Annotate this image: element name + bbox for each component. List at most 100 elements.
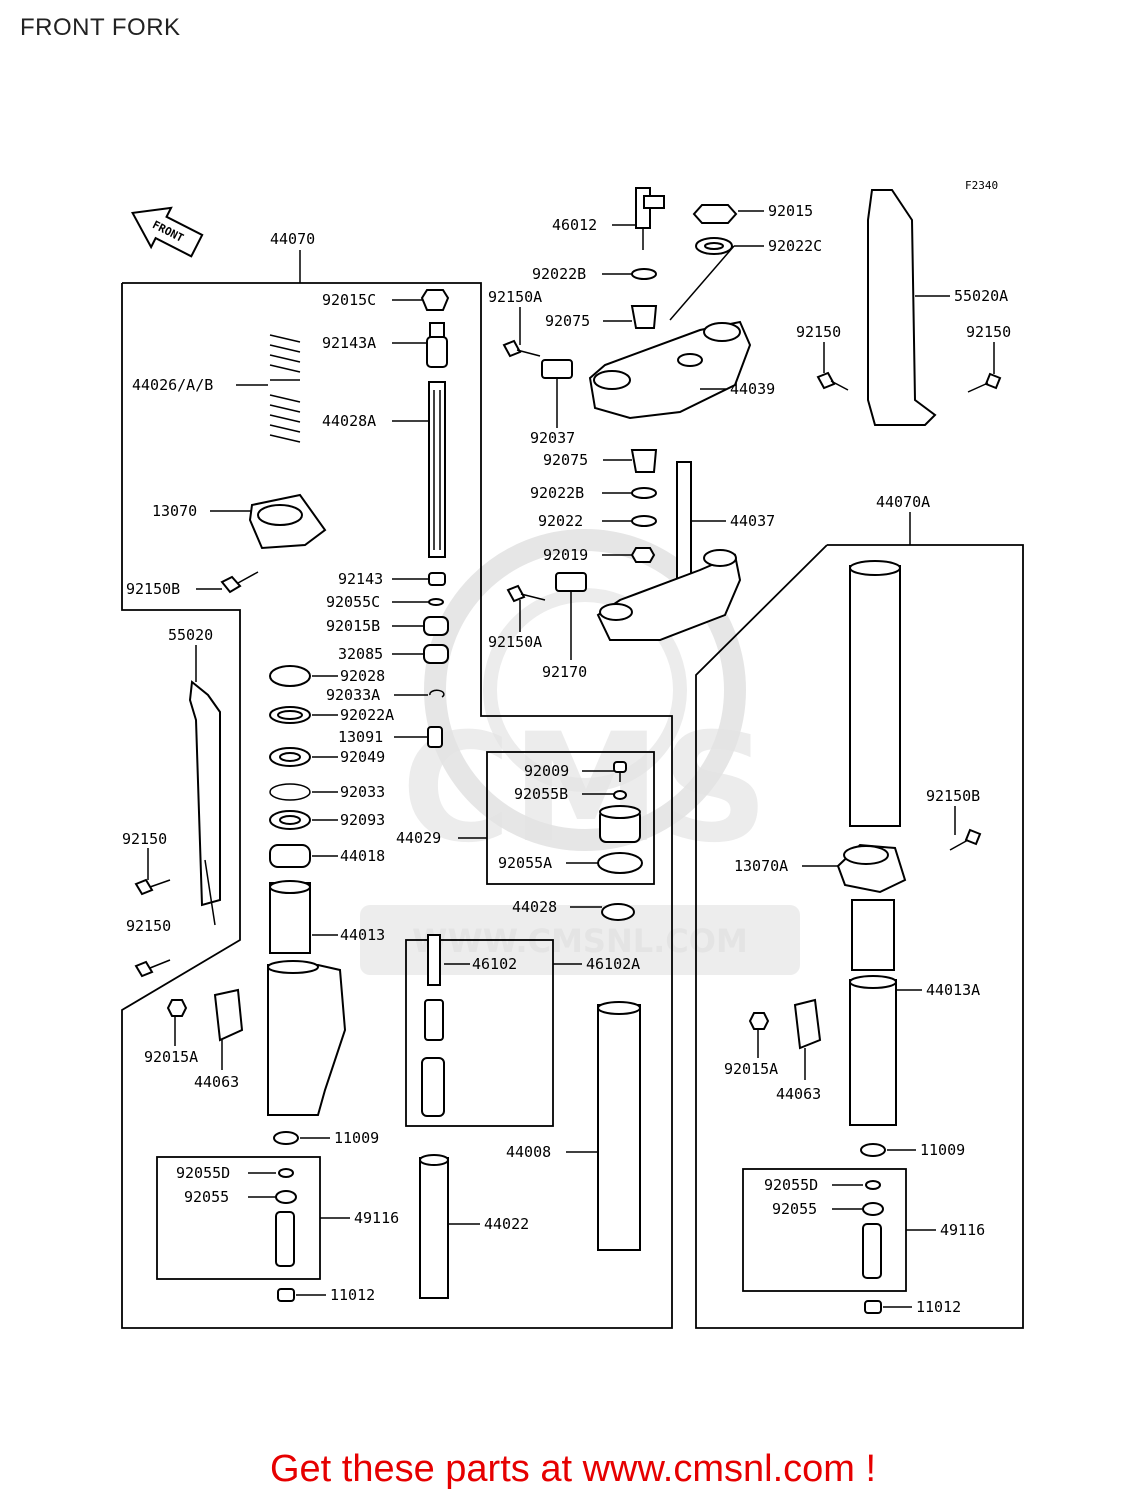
part-label: 92150 xyxy=(126,917,171,935)
part-label: 92055D xyxy=(176,1164,230,1182)
tube-44022 xyxy=(419,1154,449,1299)
nut-92019 xyxy=(630,547,656,563)
collar-32085 xyxy=(423,644,449,664)
part-label: 92055 xyxy=(184,1188,229,1206)
part-label: 92075 xyxy=(545,312,590,330)
part-label: 44037 xyxy=(730,512,775,530)
part-label: 13070A xyxy=(734,857,788,875)
part-label: 92150A xyxy=(488,633,542,651)
part-label: 92022 xyxy=(538,512,583,530)
watermark-logo: CMS WWW.CMSNL.COM xyxy=(360,529,800,975)
svg-text:CMS: CMS xyxy=(401,702,768,876)
part-label: 55020A xyxy=(954,287,1008,305)
part-label: 44070A xyxy=(876,493,930,511)
part-label: 92143 xyxy=(338,570,383,588)
nut-92015A-left xyxy=(166,999,188,1017)
part-label: 11012 xyxy=(916,1298,961,1316)
cap-92143A xyxy=(426,322,448,368)
rod-46102 xyxy=(421,934,445,1117)
part-label: 92150 xyxy=(122,830,167,848)
clamp-92037 xyxy=(541,359,573,425)
part-label: 92022C xyxy=(768,237,822,255)
clip-92033 xyxy=(269,783,311,801)
clip-92033A xyxy=(429,689,445,698)
front-arrow-icon: FRONT xyxy=(131,206,204,258)
assembly-44070-frame xyxy=(121,282,673,1329)
part-label: 92055 xyxy=(772,1200,817,1218)
ring-11009-left xyxy=(273,1131,299,1145)
outer-tube-left xyxy=(267,960,347,1116)
part-label: 13091 xyxy=(338,728,383,746)
part-label: 92055D xyxy=(764,1176,818,1194)
part-label: 49116 xyxy=(354,1209,399,1227)
bush-92015B xyxy=(423,616,449,636)
bolt-92150-r1 xyxy=(816,371,849,391)
tube-44008 xyxy=(597,1001,641,1251)
clamp-13070 xyxy=(248,493,327,550)
part-label: 92055A xyxy=(498,854,552,872)
part-label: 44063 xyxy=(776,1085,821,1103)
part-label: 44029 xyxy=(396,829,441,847)
part-label: 92015A xyxy=(724,1060,778,1078)
part-label: 11009 xyxy=(920,1141,965,1159)
ring-92055A xyxy=(597,852,643,874)
part-label: 46102 xyxy=(472,955,517,973)
bolt-92150B-right xyxy=(949,828,982,851)
part-label: 44013 xyxy=(340,926,385,944)
nut-92015 xyxy=(692,204,738,224)
part-label: 44070 xyxy=(270,230,315,248)
part-label: 11009 xyxy=(334,1129,379,1147)
bush-92075-mid xyxy=(630,449,658,473)
part-label: 46012 xyxy=(552,216,597,234)
page-title: FRONT FORK xyxy=(20,14,181,41)
seal-92049 xyxy=(269,747,311,767)
plug-13091 xyxy=(427,726,443,748)
tube-44013 xyxy=(269,880,311,954)
seal-92093 xyxy=(269,810,311,830)
footer-link[interactable]: Get these parts at www.cmsnl.com ! xyxy=(269,1448,877,1490)
part-label: 92033 xyxy=(340,783,385,801)
bolt-92150A-mid xyxy=(506,584,546,603)
washer-92022B-mid xyxy=(631,487,657,499)
nut-92015A-right xyxy=(748,1012,770,1030)
part-label: 44022 xyxy=(484,1215,529,1233)
clamp-44063-left xyxy=(213,988,244,1042)
bolt-92150A-top xyxy=(502,339,541,358)
part-label: 92037 xyxy=(530,429,575,447)
spring-44026 xyxy=(269,334,301,443)
parts-diagram: CMS WWW.CMSNL.COM FRONT F2340 xyxy=(121,179,1024,1329)
part-label: 92019 xyxy=(543,546,588,564)
part-label: 92150 xyxy=(796,323,841,341)
part-label: 44063 xyxy=(194,1073,239,1091)
guard-55020A xyxy=(867,189,937,426)
assembly-44070A-frame xyxy=(695,544,1024,1329)
washer-44028 xyxy=(601,903,635,921)
clamp-92170 xyxy=(555,572,587,625)
bolt-92150-a xyxy=(134,878,171,896)
part-label: 92022B xyxy=(530,484,584,502)
tube-44013A xyxy=(849,899,897,1126)
part-label: 92055B xyxy=(514,785,568,803)
part-label: 44008 xyxy=(506,1143,551,1161)
nut-11012-right xyxy=(864,1300,882,1314)
bolt-92150B-left xyxy=(220,571,259,594)
washer-92022A xyxy=(269,706,311,724)
steering-lock-46012 xyxy=(635,187,665,250)
ring-92055C xyxy=(428,598,444,606)
part-label: 92009 xyxy=(524,762,569,780)
bolt-92150-b xyxy=(134,959,171,978)
washer-92022 xyxy=(631,515,657,527)
guard-55020 xyxy=(188,680,221,926)
cap-44029 xyxy=(599,805,641,843)
part-label: 92093 xyxy=(340,811,385,829)
clamp-13070A xyxy=(836,843,907,894)
top-bracket-44039 xyxy=(588,320,752,420)
part-label: 92015B xyxy=(326,617,380,635)
part-label: 44026/A/B xyxy=(132,376,213,394)
leader-lines xyxy=(147,210,995,1308)
part-label: 92033A xyxy=(326,686,380,704)
diagram-ref: F2340 xyxy=(965,179,998,192)
part-label: 92150B xyxy=(926,787,980,805)
ring-92055B xyxy=(613,790,627,800)
part-label: 92075 xyxy=(543,451,588,469)
